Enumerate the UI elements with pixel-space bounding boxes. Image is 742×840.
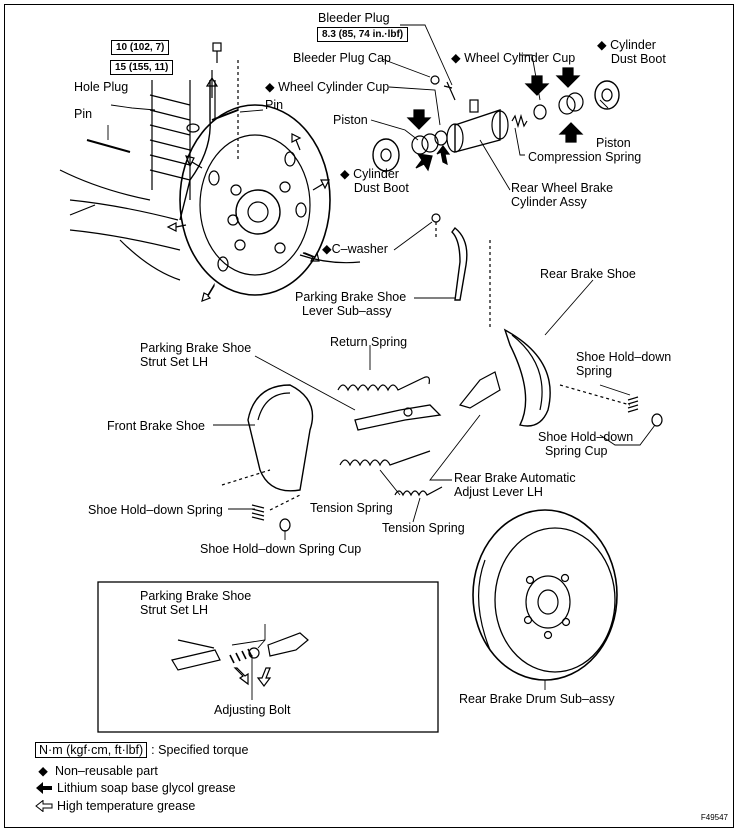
solid-arrow-icon <box>36 782 52 794</box>
diagram-frame <box>4 4 734 828</box>
torque-box-bleeder: 8.3 (85, 74 in.·lbf) <box>317 27 409 42</box>
label-wheel-cylinder-cup-left: ◆ Wheel Cylinder Cup <box>265 80 390 94</box>
brake-drum-drawing <box>472 509 618 681</box>
legend-torque-unit: N·m (kgf·cm, ft·lbf) <box>35 742 148 758</box>
label-cylinder-dust-boot-left: ◆ Cylinder Dust Boot <box>340 167 409 195</box>
label-return-spring: Return Spring <box>330 335 408 349</box>
label-c-washer: ◆C–washer <box>322 242 388 256</box>
label-wheel-cylinder-cup-right: ◆ Wheel Cylinder Cup <box>451 51 576 65</box>
label-pin-left: Pin <box>74 107 93 121</box>
label-piston-left: Piston <box>333 113 368 127</box>
label-hole-plug: Hole Plug <box>74 80 129 94</box>
label-bleeder-plug-cap: Bleeder Plug Cap <box>293 51 391 65</box>
wheel-cylinder-assembly <box>372 67 620 172</box>
label-bleeder-plug: Bleeder Plug <box>318 11 390 25</box>
label-shoe-holddown-spring-cup-left: Shoe Hold–down Spring Cup <box>200 542 362 556</box>
legend-high-temp: High temperature grease <box>35 799 195 813</box>
label-rear-brake-shoe: Rear Brake Shoe <box>540 267 636 281</box>
label-tension-spring-1: Tension Spring <box>310 501 393 515</box>
rear-brake-shoe-drawing <box>458 328 663 427</box>
label-tension-spring-2: Tension Spring <box>382 521 465 535</box>
parking-brake-lever-parts <box>431 213 491 330</box>
leader-lines <box>107 24 656 700</box>
legend-lithium: Lithium soap base glycol grease <box>35 781 236 795</box>
figure-id: F49547 <box>700 813 728 822</box>
torque-box-15: 15 (155, 11) <box>110 60 174 75</box>
legend-torque: N·m (kgf·cm, ft·lbf) : Specified torque <box>35 742 248 758</box>
backing-plate-assembly <box>59 42 361 302</box>
label-cylinder-dust-boot-right: ◆ Cylinder Dust Boot <box>597 38 666 66</box>
legend-torque-desc: : Specified torque <box>151 743 249 757</box>
label-piston-right: Piston <box>596 136 631 150</box>
inset-adjuster-box <box>97 581 439 733</box>
label-front-brake-shoe: Front Brake Shoe <box>107 419 205 433</box>
springs-and-strut <box>337 376 443 497</box>
outline-arrow-icon <box>35 800 53 812</box>
legend-nonreusable: ◆ Non–reusable part <box>35 763 158 779</box>
label-compression-spring: Compression Spring <box>528 150 642 164</box>
label-pin-right: Pin <box>265 98 284 112</box>
label-shoe-holddown-spring-left: Shoe Hold–down Spring <box>88 503 223 517</box>
label-parking-brake-shoe-lever: Parking Brake Shoe Lever Sub–assy <box>295 290 407 318</box>
label-shoe-holddown-spring-cup-right: Shoe Hold–down Spring Cup <box>538 430 634 458</box>
label-adjusting-bolt: Adjusting Bolt <box>214 703 291 717</box>
torque-box-10: 10 (102, 7) <box>111 40 170 55</box>
label-rear-brake-drum: Rear Brake Drum Sub–assy <box>459 692 615 706</box>
diamond-icon: ◆ <box>38 764 48 778</box>
